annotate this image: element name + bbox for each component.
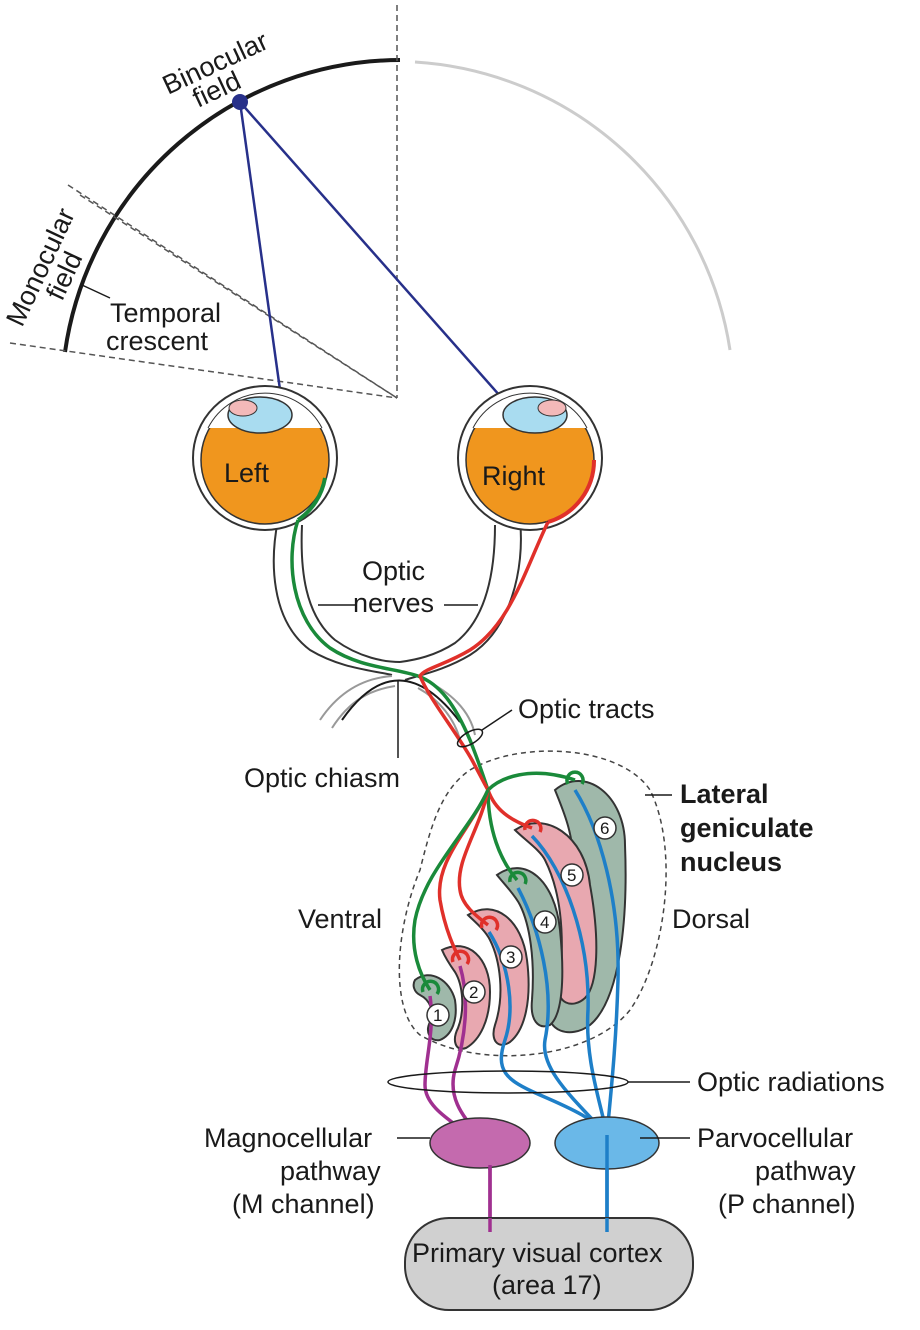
layer-number-2: 2 bbox=[469, 983, 478, 1002]
right-eye-label: Right bbox=[482, 461, 546, 491]
parvocellular-label-1: Parvocellular bbox=[697, 1123, 853, 1153]
left-eye bbox=[192, 385, 338, 531]
optic-chiasm-label: Optic chiasm bbox=[244, 763, 400, 793]
binocular-boundary-2 bbox=[79, 194, 398, 399]
green-to-layer-4 bbox=[486, 789, 519, 882]
visual-field bbox=[9, 5, 732, 513]
right-eye bbox=[457, 385, 603, 531]
optic-tract-marker bbox=[456, 728, 484, 748]
lgn-label-3: nucleus bbox=[680, 847, 782, 877]
lgn-layer-3 bbox=[466, 908, 530, 1046]
green-to-layer-6 bbox=[486, 771, 576, 792]
red-to-layer-3 bbox=[457, 789, 490, 927]
dorsal-label: Dorsal bbox=[672, 904, 750, 934]
primary-visual-cortex-box bbox=[404, 1217, 694, 1311]
cortex-label-2: (area 17) bbox=[492, 1270, 602, 1300]
optic-nerves-label-2: nerves bbox=[353, 588, 434, 618]
green-fiber-main bbox=[290, 519, 490, 791]
magnocellular-label-3: (M channel) bbox=[232, 1189, 375, 1219]
optic-nerves-label-1: Optic bbox=[362, 556, 425, 586]
red-fiber-main bbox=[418, 521, 550, 791]
layer-number-5: 5 bbox=[567, 866, 576, 885]
magnocellular-label-1: Magnocellular bbox=[204, 1123, 372, 1153]
temporal-label-2: crescent bbox=[106, 326, 209, 356]
fixation-point bbox=[232, 94, 248, 110]
temporal-label-1: Temporal bbox=[110, 298, 221, 328]
parvocellular-label-3: (P channel) bbox=[718, 1189, 856, 1219]
fiber-terminals bbox=[420, 770, 585, 996]
layer-numbers: 1 2 3 4 5 6 bbox=[426, 816, 617, 1027]
magnocellular-label-2: pathway bbox=[280, 1156, 381, 1186]
lgn-label-2: geniculate bbox=[680, 813, 814, 843]
ventral-label: Ventral bbox=[298, 904, 382, 934]
left-eye-label: Left bbox=[224, 458, 270, 488]
lgn-label-1: Lateral bbox=[680, 779, 769, 809]
layer-number-4: 4 bbox=[540, 913, 549, 932]
optic-tracts-label: Optic tracts bbox=[518, 694, 655, 724]
layer-number-1: 1 bbox=[433, 1006, 442, 1025]
layer-number-3: 3 bbox=[506, 948, 515, 967]
temporal-leader bbox=[81, 284, 111, 299]
field-arc bbox=[63, 58, 401, 353]
right-field-arc bbox=[414, 60, 732, 351]
lgn-outline bbox=[398, 750, 667, 1057]
binocular-boundary-1 bbox=[67, 184, 398, 399]
parvocellular-label-2: pathway bbox=[755, 1156, 856, 1186]
magnocellular-pathway-shape bbox=[429, 1117, 531, 1169]
green-to-layer-1 bbox=[411, 789, 490, 991]
layer-number-6: 6 bbox=[600, 819, 609, 838]
cortex-label-1: Primary visual cortex bbox=[412, 1238, 663, 1268]
optic-radiations-label: Optic radiations bbox=[697, 1067, 885, 1097]
monocular-boundary bbox=[9, 342, 398, 399]
